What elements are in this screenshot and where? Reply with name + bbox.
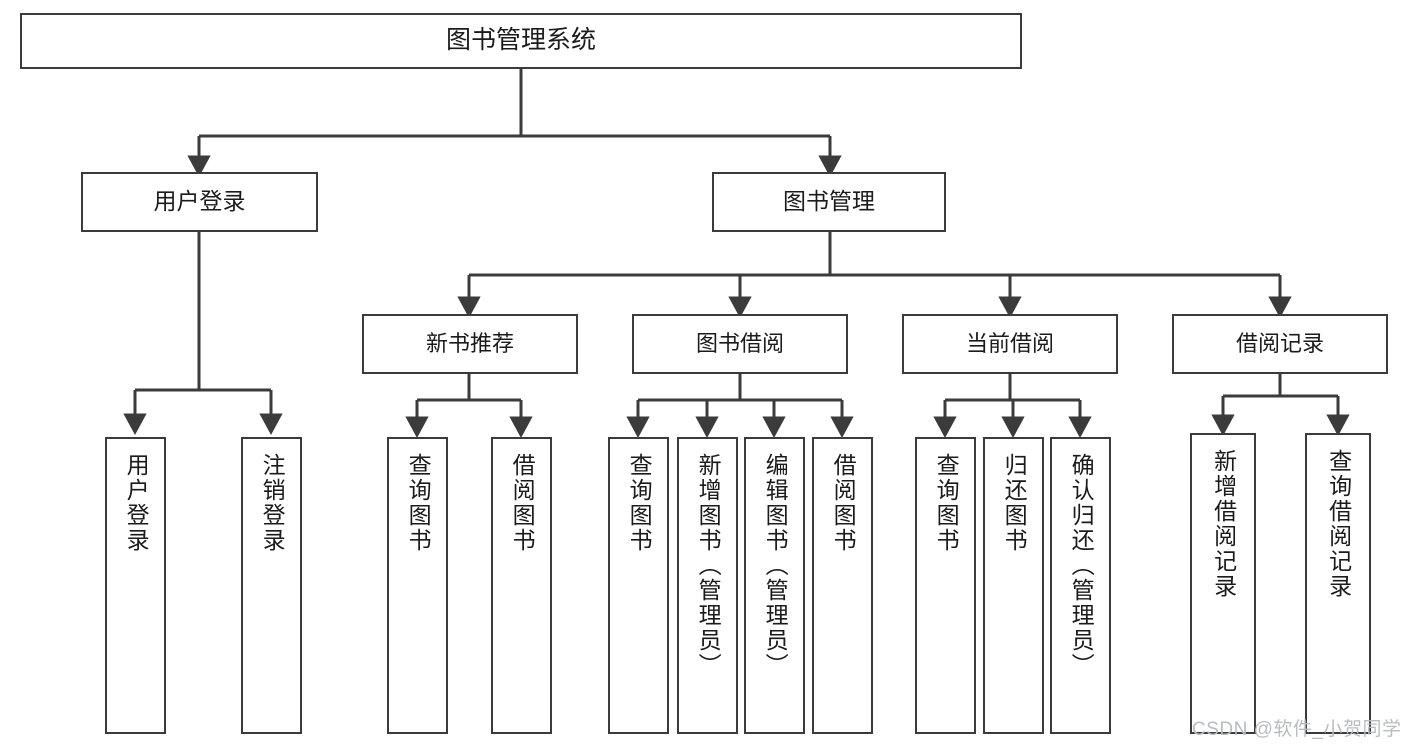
node-new-book-recommend[interactable]: 新书推荐	[362, 314, 578, 374]
node-label: 用户登录	[123, 453, 150, 553]
node-label: 注销登录	[259, 453, 286, 553]
leaf-confirm-return-admin[interactable]: 确认归还（管理员）	[1050, 437, 1111, 734]
leaf-borrow-book[interactable]: 借阅图书	[812, 437, 873, 734]
leaf-logout[interactable]: 注销登录	[241, 437, 302, 734]
leaf-query-book-borrow[interactable]: 查询图书	[608, 437, 669, 734]
node-label: 图书管理系统	[445, 26, 596, 55]
node-current-borrow[interactable]: 当前借阅	[902, 314, 1118, 374]
node-label: 借阅图书	[830, 453, 857, 553]
node-label: 图书管理	[783, 188, 875, 215]
node-label: 新增图书（管理员）	[695, 453, 722, 678]
node-book-borrow[interactable]: 图书借阅	[632, 314, 848, 374]
node-root-library-management-system[interactable]: 图书管理系统	[20, 13, 1022, 69]
leaf-edit-book-admin[interactable]: 编辑图书（管理员）	[744, 437, 805, 734]
leaf-return-book[interactable]: 归还图书	[983, 437, 1044, 734]
node-label: 用户登录	[153, 188, 246, 215]
node-label: 归还图书	[1001, 453, 1028, 553]
node-label: 确认归还（管理员）	[1068, 453, 1095, 678]
node-borrow-record[interactable]: 借阅记录	[1172, 314, 1388, 374]
leaf-query-book-current[interactable]: 查询图书	[915, 437, 976, 734]
node-label: 编辑图书（管理员）	[762, 453, 789, 678]
leaf-query-book-recommend[interactable]: 查询图书	[387, 437, 448, 734]
node-label: 查询图书	[626, 453, 653, 553]
leaf-add-book-admin[interactable]: 新增图书（管理员）	[677, 437, 738, 734]
node-label: 新书推荐	[425, 331, 514, 357]
node-label: 当前借阅	[965, 331, 1054, 357]
leaf-add-borrow-record[interactable]: 新增借阅记录	[1190, 433, 1256, 734]
node-label: 新增借阅记录	[1210, 449, 1237, 599]
node-label: 查询图书	[405, 453, 432, 553]
csdn-watermark: CSDN @软件_小贺同学	[1192, 719, 1402, 740]
leaf-query-borrow-record[interactable]: 查询借阅记录	[1305, 433, 1371, 734]
node-label: 图书借阅	[695, 331, 784, 357]
node-label: 借阅图书	[509, 453, 536, 553]
node-book-management[interactable]: 图书管理	[712, 172, 946, 232]
leaf-user-login[interactable]: 用户登录	[105, 437, 166, 734]
leaf-borrow-book-recommend[interactable]: 借阅图书	[491, 437, 552, 734]
node-label: 查询借阅记录	[1325, 449, 1352, 599]
node-label: 借阅记录	[1235, 331, 1324, 357]
node-user-login[interactable]: 用户登录	[81, 172, 318, 232]
node-label: 查询图书	[933, 453, 960, 553]
